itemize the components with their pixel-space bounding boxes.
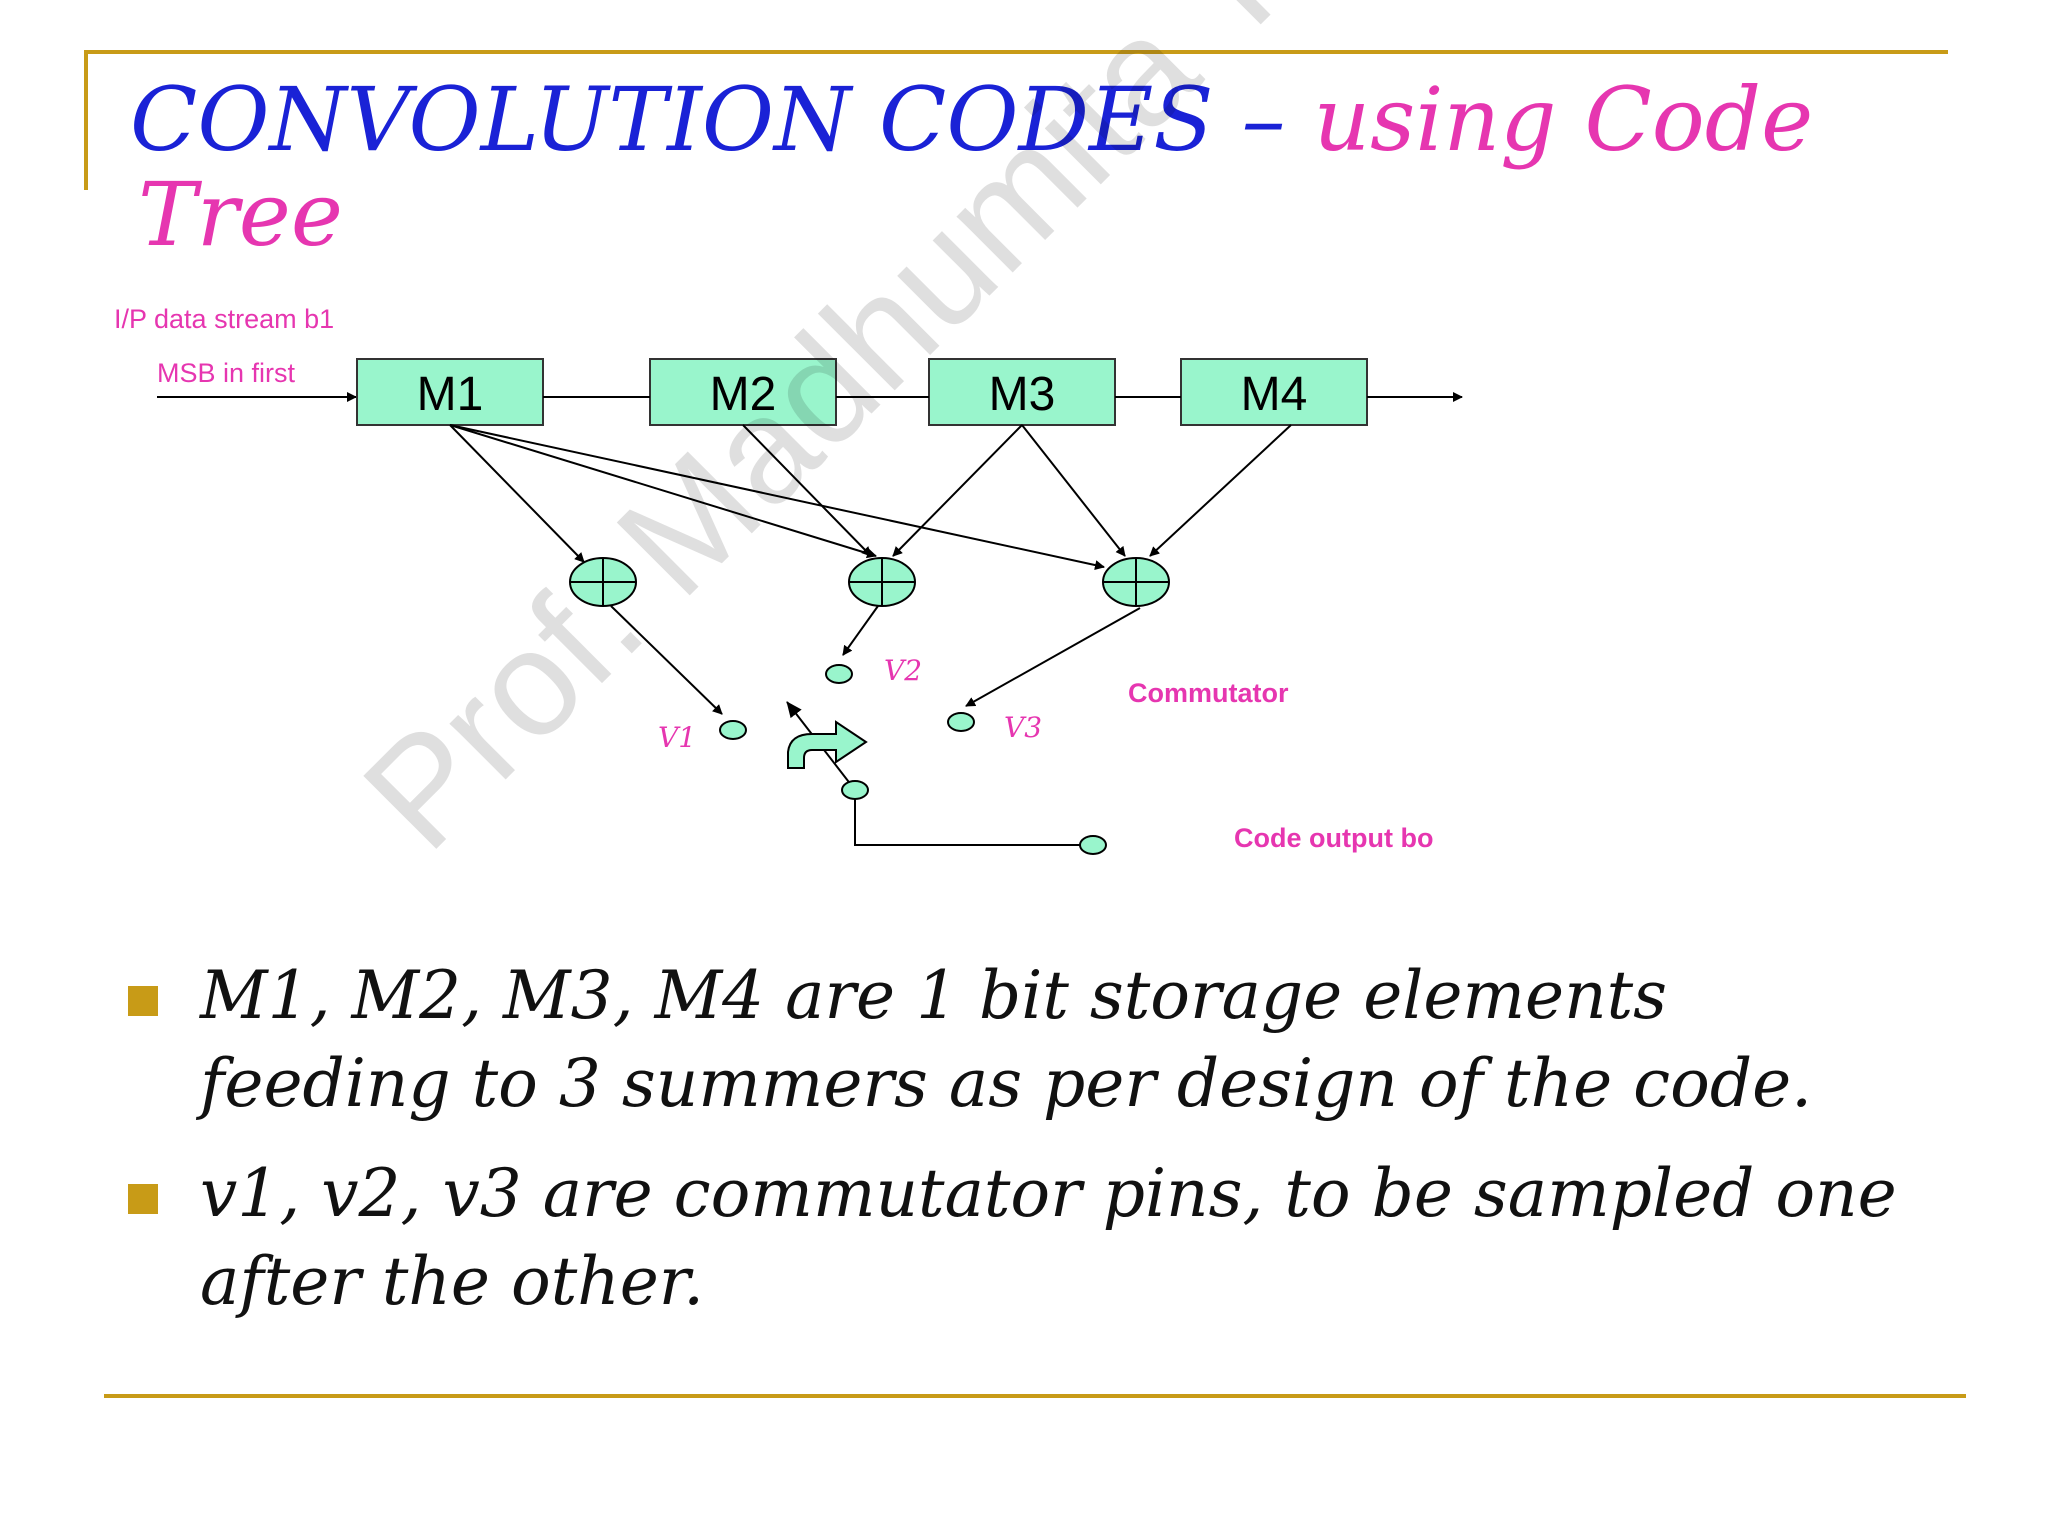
- left-rule: [84, 50, 88, 190]
- encoder-diagram: I/P data stream b1 MSB in first M1 M2 M3…: [114, 304, 1463, 855]
- bullet-item: M1, M2, M3, M4 are 1 bit storage element…: [128, 952, 1938, 1128]
- input-sublabel: MSB in first: [157, 358, 296, 388]
- s1-to-v1: [610, 605, 723, 715]
- summer-3: [1102, 557, 1170, 607]
- s2-to-v2: [842, 605, 879, 656]
- pin-v3: [947, 712, 975, 732]
- pin-v1: [719, 720, 747, 740]
- output-wire: [854, 799, 1080, 846]
- tap-m4-s3: [1149, 424, 1292, 557]
- tap-m3-s2: [892, 424, 1023, 557]
- bullet-item: v1, v2, v3 are commutator pins, to be sa…: [128, 1150, 1938, 1326]
- output-terminal: [1079, 835, 1107, 855]
- title-part-1: CONVOLUTION CODES –: [130, 68, 1314, 171]
- register-m2-box: [649, 358, 837, 426]
- register-m4-label: M4: [1241, 368, 1308, 421]
- pin-v2: [825, 664, 853, 684]
- top-rule: [84, 50, 1948, 54]
- title-part-3: Tree: [138, 163, 343, 267]
- tap-m1-s1: [449, 424, 585, 563]
- output-label: Code output bo: [1234, 823, 1433, 853]
- tap-m1-s3: [449, 424, 1105, 570]
- commutator-label: Commutator: [1128, 678, 1289, 708]
- tap-m3-s3: [1021, 424, 1126, 557]
- bullet-text-1: M1, M2, M3, M4 are 1 bit storage element…: [200, 957, 1813, 1122]
- bullet-square-icon: [128, 986, 158, 1016]
- register-m1-label: M1: [417, 368, 484, 421]
- s3-to-v3: [965, 607, 1141, 707]
- register-m3-label: M3: [989, 368, 1056, 421]
- tap-m2-s2: [742, 424, 872, 557]
- bullet-text-2: v1, v2, v3 are commutator pins, to be sa…: [200, 1155, 1897, 1320]
- title-part-2: using Code: [1313, 68, 1814, 171]
- register-m4-box: [1180, 358, 1368, 426]
- bullet-list: M1, M2, M3, M4 are 1 bit storage element…: [128, 952, 1938, 1348]
- register-m2-label: M2: [710, 368, 777, 421]
- input-label: I/P data stream b1: [114, 304, 334, 334]
- tap-m1-s2: [449, 424, 877, 559]
- pin-v1-label: V1: [658, 721, 696, 754]
- rotation-arrow-icon: [787, 720, 868, 769]
- register-m1-box: [356, 358, 544, 426]
- summer-1: [569, 557, 637, 607]
- summer-2: [848, 557, 916, 607]
- register-m3-box: [928, 358, 1116, 426]
- bottom-rule: [104, 1394, 1966, 1398]
- bullet-square-icon: [128, 1184, 158, 1214]
- pin-v2-label: V2: [884, 654, 922, 687]
- pin-v3-label: V3: [1004, 711, 1042, 744]
- commutator-pivot: [841, 780, 869, 800]
